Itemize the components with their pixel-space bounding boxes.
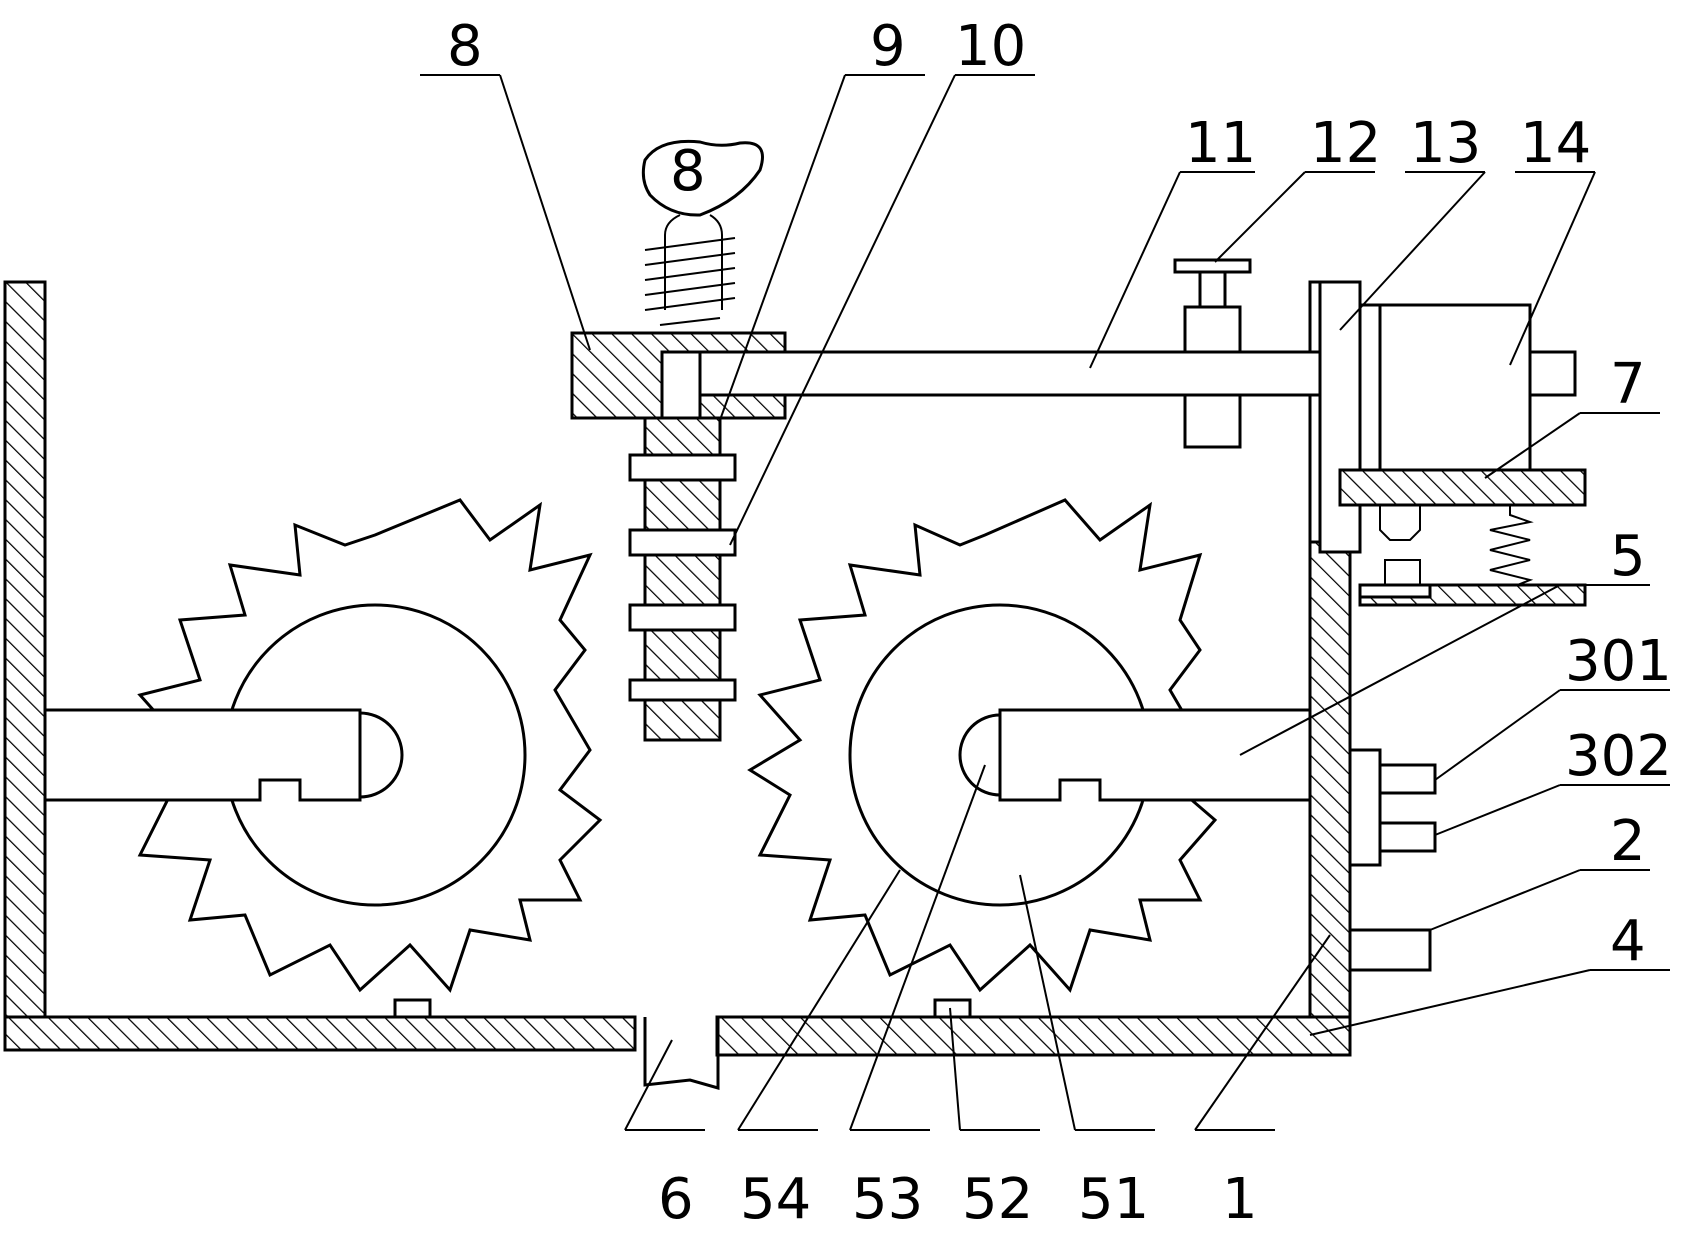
label-9: 9 bbox=[870, 14, 906, 79]
label-7: 7 bbox=[1610, 352, 1646, 417]
top-mount-lip bbox=[698, 393, 787, 420]
bolt-body-lower bbox=[1183, 393, 1242, 449]
bolt-stem bbox=[1198, 270, 1227, 309]
label-2: 2 bbox=[1610, 809, 1646, 874]
label-53: 53 bbox=[852, 1167, 923, 1232]
label-13: 13 bbox=[1410, 111, 1481, 176]
bracket-13 bbox=[1318, 280, 1362, 554]
left-wall bbox=[3, 280, 47, 1019]
shaft-end bbox=[1528, 350, 1577, 397]
shelf-block bbox=[1358, 583, 1432, 599]
port-2 bbox=[1348, 928, 1432, 972]
spring-7 bbox=[1489, 505, 1534, 598]
label-302: 302 bbox=[1565, 724, 1672, 789]
control-box bbox=[1348, 748, 1382, 867]
label-6: 6 bbox=[658, 1167, 694, 1232]
right-arm bbox=[998, 708, 1312, 802]
bottom-plate bbox=[3, 1015, 1352, 1057]
discharge-outlet bbox=[643, 1017, 720, 1090]
rod-teeth bbox=[628, 453, 737, 702]
label-10: 10 bbox=[955, 14, 1026, 79]
toothed-rod bbox=[643, 416, 722, 742]
bolt-head bbox=[1173, 258, 1252, 274]
button-301 bbox=[1378, 763, 1437, 795]
label-12: 12 bbox=[1310, 111, 1381, 176]
bracket-rod bbox=[1358, 303, 1382, 472]
foot-right bbox=[933, 998, 972, 1019]
label-8: 8 bbox=[447, 14, 483, 79]
knob-glyph: 8 bbox=[670, 139, 706, 204]
label-301: 301 bbox=[1565, 629, 1672, 694]
plate-7 bbox=[1338, 468, 1587, 507]
foot-left bbox=[393, 998, 432, 1019]
button-302 bbox=[1378, 821, 1437, 853]
horizontal-shaft bbox=[698, 350, 1382, 397]
motor-box bbox=[1378, 303, 1532, 472]
label-51: 51 bbox=[1078, 1167, 1149, 1232]
label-54: 54 bbox=[740, 1167, 811, 1232]
bolt-body-upper bbox=[1183, 305, 1242, 354]
label-14: 14 bbox=[1520, 111, 1591, 176]
label-11: 11 bbox=[1185, 111, 1256, 176]
knob-spring bbox=[644, 214, 736, 326]
label-52: 52 bbox=[962, 1167, 1033, 1232]
label-5: 5 bbox=[1610, 524, 1646, 589]
label-4: 4 bbox=[1610, 909, 1646, 974]
knob-cam bbox=[641, 139, 764, 217]
clamp bbox=[1379, 505, 1421, 586]
left-arm bbox=[43, 708, 362, 802]
leader-lines bbox=[420, 74, 1670, 1131]
label-1: 1 bbox=[1222, 1167, 1258, 1232]
